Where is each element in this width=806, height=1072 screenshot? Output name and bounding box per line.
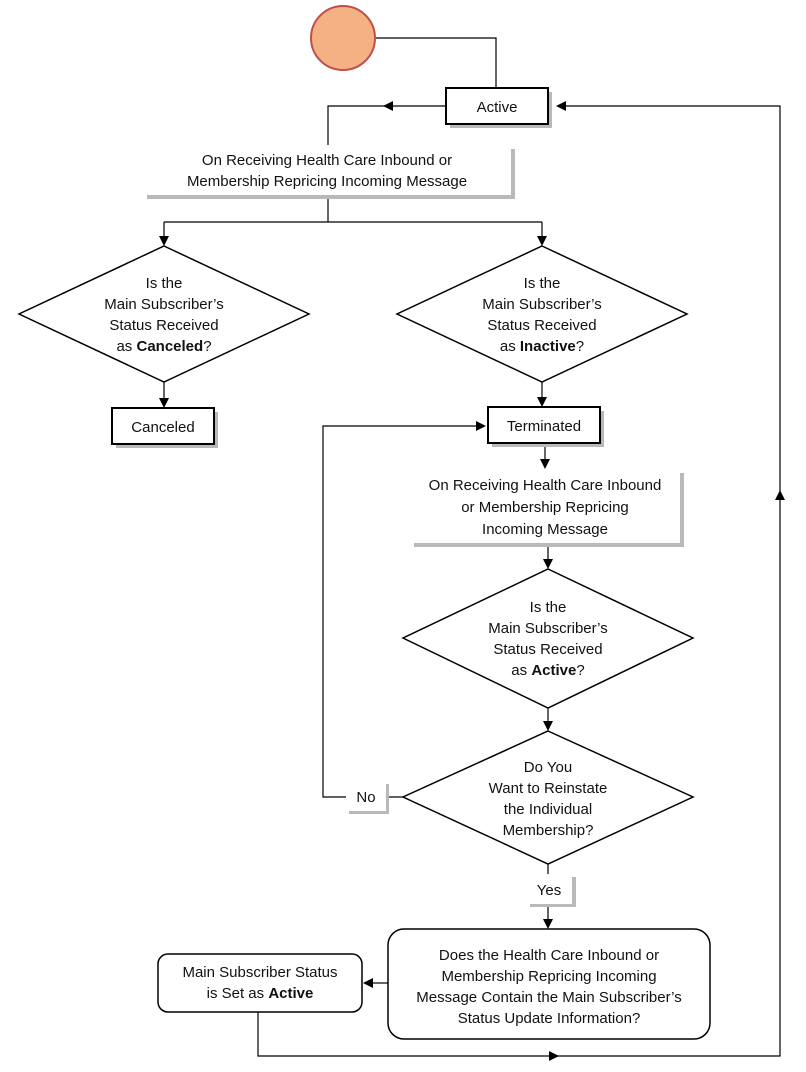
decision-line: Main Subscriber’s [482,296,602,313]
decision-line: Want to Reinstate [489,780,608,797]
arrowhead [476,421,486,431]
decision-inactive: Is the Main Subscriber’s Status Received… [395,245,689,383]
label-no: No [346,781,389,814]
arrowhead [543,919,553,929]
decision-line: as Inactive? [500,338,584,355]
start-node [310,5,376,71]
decision-line: Is the [146,275,183,292]
arrowhead [775,490,785,500]
action-set-active: Main Subscriber Status is Set as Active [157,953,363,1013]
label-no-text: No [356,789,375,806]
edges [159,37,785,1061]
arrowhead [540,459,550,469]
label-yes-text: Yes [537,882,561,899]
state-terminated-label: Terminated [507,418,581,435]
arrowhead [383,101,393,111]
state-terminated: Terminated [487,406,604,447]
receive-message-1-line: Membership Repricing Incoming Message [187,173,467,190]
arrowhead [537,397,547,407]
arrowhead [159,236,169,246]
decision-active: Is the Main Subscriber’s Status Received… [401,568,695,709]
decision-contains-update: Does the Health Care Inbound or Membersh… [387,928,711,1040]
arrowhead [549,1051,559,1061]
decision-line: Membership Repricing Incoming [441,968,656,985]
receive-message-2-line: Incoming Message [482,521,608,538]
edge-active-receive1 [327,105,446,145]
arrowhead [363,978,373,988]
decision-line: Status Received [109,317,218,334]
label-yes: Yes [526,874,576,907]
arrowhead [556,101,566,111]
receive-message-2-line: On Receiving Health Care Inbound [429,477,662,494]
decision-line: Main Subscriber’s [488,620,608,637]
decision-line: Status Received [487,317,596,334]
decision-line: Do You [524,759,572,776]
receive-message-2: On Receiving Health Care Inbound or Memb… [410,469,684,547]
state-canceled-label: Canceled [131,419,194,436]
state-canceled: Canceled [111,407,218,448]
decision-line: as Active? [511,662,584,679]
decision-line: Status Received [493,641,602,658]
decision-line: Status Update Information? [458,1010,641,1027]
edge-setactive-return [257,105,781,1057]
decision-line: Main Subscriber’s [104,296,224,313]
action-line: is Set as Active [207,985,314,1002]
action-line: Main Subscriber Status [182,964,337,981]
decision-line: Message Contain the Main Subscriber’s [416,989,681,1006]
decision-line: the Individual [504,801,592,818]
edge-start-active [376,37,497,88]
decision-line: Is the [524,275,561,292]
decision-canceled: Is the Main Subscriber’s Status Received… [17,245,311,383]
arrowhead [543,559,553,569]
decision-line: Membership? [503,822,594,839]
arrowhead [543,721,553,731]
arrowhead [159,398,169,408]
receive-message-1-line: On Receiving Health Care Inbound or [202,152,452,169]
arrowhead [537,236,547,246]
receive-message-1: On Receiving Health Care Inbound or Memb… [143,145,515,199]
decision-line: as Canceled? [116,338,211,355]
receive-message-2-line: or Membership Repricing [461,499,629,516]
decision-line: Does the Health Care Inbound or [439,947,659,964]
state-active-label: Active [477,99,518,116]
decision-line: Is the [530,599,567,616]
decision-reinstate: Do You Want to Reinstate the Individual … [401,730,695,865]
state-active: Active [445,87,552,128]
